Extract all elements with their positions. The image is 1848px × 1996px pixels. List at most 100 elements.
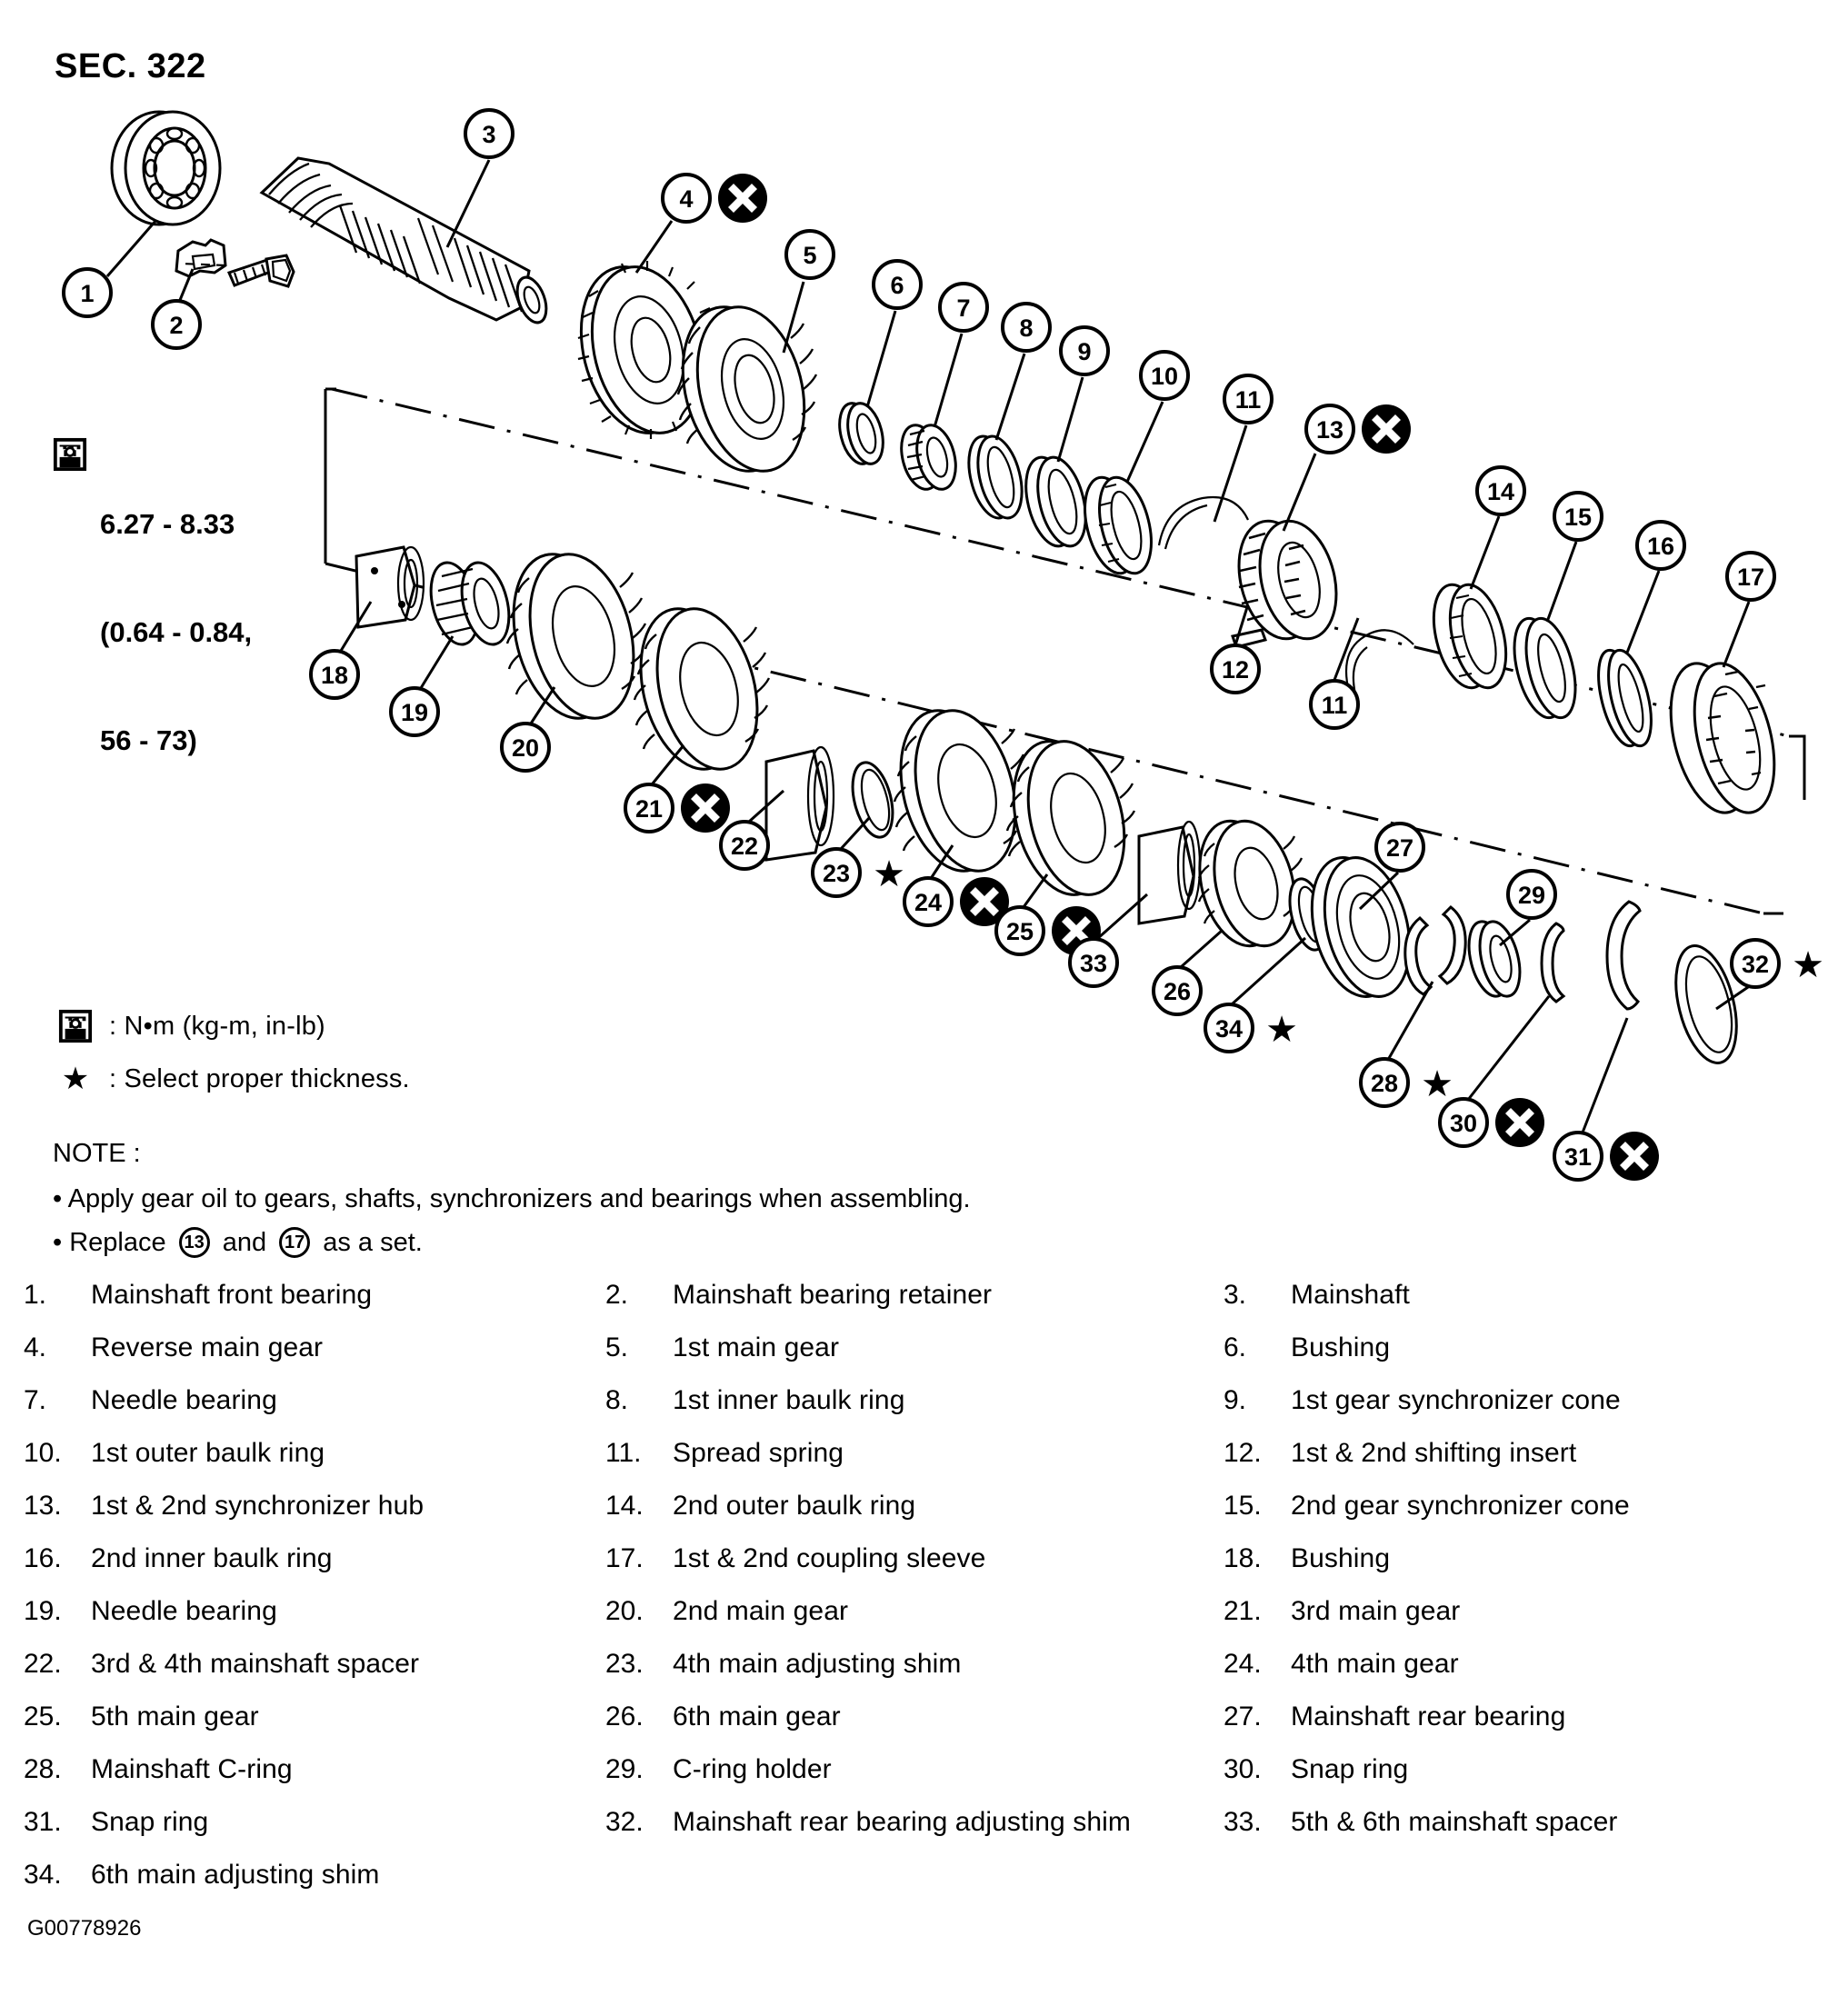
callout-bubble (811, 847, 862, 898)
part-11-spread-spring-upper (1157, 496, 1249, 550)
part-number: 15. (1224, 1491, 1262, 1521)
callout-number: 22 (731, 833, 758, 860)
callout-9: 9 (1059, 325, 1110, 376)
part-name: 2nd main gear (673, 1596, 849, 1626)
callout-32: 32 ★ (1730, 938, 1824, 989)
callout-bubble (1553, 491, 1603, 542)
part-item-4: 4.Reverse main gear (24, 1332, 605, 1363)
callout-16: 16 (1635, 520, 1686, 571)
part-name: 2nd inner baulk ring (91, 1543, 333, 1573)
part-name: 4th main adjusting shim (673, 1649, 962, 1679)
part-name: Needle bearing (91, 1596, 277, 1626)
star-icon: ★ (1792, 945, 1824, 985)
callout-number: 11 (1322, 692, 1348, 719)
part-23-4th-main-adjusting-shim (851, 761, 894, 839)
callout-number: 16 (1647, 533, 1674, 560)
callout-number: 33 (1080, 950, 1107, 977)
note-bullet-1: • Apply gear oil to gears, shafts, synch… (53, 1180, 971, 1218)
part-item-17: 17.1st & 2nd coupling sleeve (605, 1543, 1224, 1574)
part-number: 1. (24, 1280, 47, 1310)
part-item-14: 14.2nd outer baulk ring (605, 1491, 1224, 1522)
part-bolt (226, 254, 295, 288)
part-name: 6th main gear (673, 1702, 841, 1732)
part-name: 2nd gear synchronizer cone (1291, 1491, 1630, 1521)
part-name: Mainshaft rear bearing (1291, 1702, 1566, 1732)
part-number: 27. (1224, 1702, 1262, 1732)
callout-bubble (1068, 937, 1119, 988)
torque-wrench-icon (53, 437, 87, 472)
callout-30: 30 (1438, 1097, 1544, 1148)
part-item-28: 28.Mainshaft C-ring (24, 1754, 605, 1785)
star-icon: ★ (61, 1062, 90, 1096)
part-14-2nd-outer-baulk-ring (1432, 583, 1508, 690)
part-name: Snap ring (91, 1807, 209, 1837)
part-name: Spread spring (673, 1438, 844, 1468)
part-item-29: 29.C-ring holder (605, 1754, 1224, 1785)
part-item-21: 21.3rd main gear (1224, 1596, 1823, 1627)
part-number: 20. (605, 1596, 644, 1626)
legend-label-torque: : N•m (kg-m, in-lb) (109, 1011, 325, 1041)
part-11-spread-spring-lower (1344, 629, 1414, 699)
inline-callout-17: 17 (279, 1227, 311, 1259)
torque-wrench-icon (56, 1009, 95, 1043)
part-name: 5th main gear (91, 1702, 259, 1732)
parts-row: 19. Needle bearing 20. 2nd main gear 21.3rd … (24, 1585, 1833, 1638)
part-item-15: 15. 2nd gear synchronizer cone (1224, 1491, 1823, 1522)
part-name: 6th main adjusting shim (91, 1860, 380, 1890)
callout-24: 24 (903, 876, 1009, 927)
part-number: 2. (605, 1280, 629, 1310)
part-item-24: 24. 4th main gear (1224, 1649, 1823, 1680)
part-number: 30. (1224, 1754, 1262, 1784)
x-mark-icon (960, 877, 1009, 926)
callout-number: 32 (1742, 951, 1769, 978)
callout-number: 4 (679, 185, 693, 213)
part-16-2nd-inner-baulk-ring (1597, 648, 1653, 748)
part-name: 4th main gear (1291, 1649, 1459, 1679)
part-name: 3rd & 4th mainshaft spacer (91, 1649, 420, 1679)
callout-bubble (1635, 520, 1686, 571)
callout-18: 18 (309, 649, 360, 700)
part-item-11: 11.Spread spring (605, 1438, 1224, 1469)
part-item-25: 25.5th main gear (24, 1702, 605, 1732)
callout-number: 20 (512, 734, 539, 762)
callout-3: 3 (464, 108, 514, 159)
part-number: 24. (1224, 1649, 1262, 1679)
part-name: 1st main gear (673, 1332, 840, 1362)
callout-number: 19 (401, 699, 428, 726)
part-6-bushing (838, 402, 884, 465)
callout-number: 10 (1151, 363, 1178, 390)
part-item-7: 7.Needle bearing (24, 1385, 605, 1416)
callout-number: 17 (1737, 564, 1764, 591)
callout-bubble (500, 722, 551, 773)
note-bullet-2-mid: and (215, 1228, 275, 1258)
part-24-4th-main-gear (893, 709, 1029, 873)
part-15-2nd-gear-synchronizer-cone (1513, 616, 1577, 720)
callout-bubble (62, 267, 113, 318)
part-number: 5. (605, 1332, 629, 1362)
part-number: 8. (605, 1385, 629, 1415)
callout-bubble (1506, 869, 1557, 920)
part-name: 1st & 2nd shifting insert (1291, 1438, 1577, 1468)
part-name: 2nd outer baulk ring (673, 1491, 916, 1521)
callout-bubble (938, 282, 989, 333)
part-number: 17. (605, 1543, 644, 1573)
part-21-3rd-main-gear (633, 607, 771, 771)
part-number: 34. (24, 1860, 62, 1890)
part-13-1st-2nd-synchronizer-hub (1237, 519, 1338, 641)
part-number: 31. (24, 1807, 62, 1837)
part-name: 1st outer baulk ring (91, 1438, 325, 1468)
callout-29: 29 (1506, 869, 1557, 920)
callout-bubble (994, 905, 1045, 956)
part-27-mainshaft-rear-bearing (1310, 856, 1412, 998)
callout-bubble (784, 229, 835, 280)
part-number: 19. (24, 1596, 62, 1626)
part-item-10: 10.1st outer baulk ring (24, 1438, 605, 1469)
part-item-19: 19. Needle bearing (24, 1596, 605, 1627)
part-name: 5th & 6th mainshaft spacer (1291, 1807, 1618, 1837)
callout-bubble (661, 173, 712, 224)
note-bullet-2-pre: • Replace (53, 1228, 174, 1258)
part-number: 4. (24, 1332, 47, 1362)
callout-bubble (1730, 938, 1781, 989)
star-icon: ★ (1421, 1064, 1453, 1104)
